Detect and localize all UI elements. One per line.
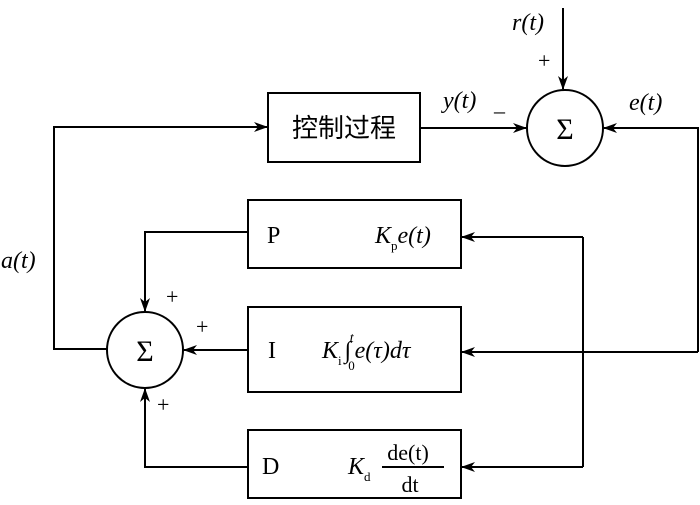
- p-sign: +: [166, 284, 178, 309]
- i-block-name: I: [268, 338, 276, 364]
- error-feedback-line: [603, 123, 699, 352]
- process-block-label: 控制过程: [292, 114, 396, 143]
- d-block-name: D: [262, 454, 279, 480]
- output-label: y(t): [441, 88, 476, 114]
- p-block-name: P: [267, 223, 280, 249]
- p-block: [247, 199, 462, 269]
- i-block-formula: Ki∫0te(τ)dτ: [321, 331, 412, 373]
- d-output-arrow: [140, 388, 248, 468]
- control-label: a(t): [1, 248, 36, 274]
- reference-label: r(t): [512, 10, 544, 36]
- reference-sign: +: [538, 48, 550, 73]
- p-block-formula: Kpe(t): [374, 223, 431, 253]
- control-signal-arrow: [53, 122, 268, 350]
- error-label: e(t): [629, 90, 662, 116]
- d-sign: +: [157, 392, 169, 417]
- p-output-arrow: [140, 231, 248, 312]
- sigma-symbol-top: Σ: [556, 113, 573, 146]
- output-sign: –: [493, 98, 506, 123]
- d-block: [247, 429, 462, 499]
- i-sign: +: [196, 314, 208, 339]
- d-block-numerator: de(t): [387, 440, 429, 465]
- sigma-symbol-bottom: Σ: [136, 335, 153, 368]
- d-block-gain: Kd: [347, 454, 371, 484]
- d-block-denominator: dt: [401, 472, 418, 497]
